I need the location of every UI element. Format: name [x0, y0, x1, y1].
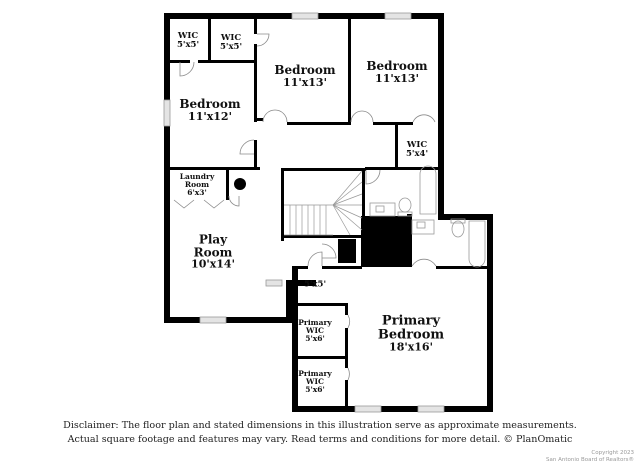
room-name: WIC	[306, 326, 324, 336]
room-wic-3: WIC 5'x4'	[406, 141, 428, 159]
room-wic-2: WIC 5'x5'	[220, 34, 242, 52]
room-name: WIC	[406, 140, 428, 151]
room-dims: 5'x4'	[405, 149, 429, 159]
room-hall: 5'x5'	[303, 279, 327, 290]
doors	[173, 33, 437, 381]
room-primary-wic-1: Primary WIC 5'x6'	[298, 319, 332, 343]
stairs	[284, 170, 363, 236]
room-dims: 10'x14'	[191, 257, 235, 271]
copyright-line-2: San Antonio Board of Realtors®	[546, 457, 634, 463]
room-laundry: Laundry Room 6'x3'	[180, 173, 215, 197]
room-name: WIC	[177, 31, 199, 42]
room-name: Primary	[298, 369, 332, 379]
room-name: Room	[193, 245, 233, 260]
fixtures	[234, 165, 486, 268]
room-name: WIC	[306, 377, 324, 387]
room-dims: 6'x3'	[187, 187, 207, 197]
disclaimer-line-1: Disclaimer: The floor plan and stated di…	[63, 420, 577, 431]
room-dims: 5'x6'	[305, 384, 325, 394]
room-dims: 11'x12'	[188, 109, 232, 123]
room-dims: 11'x13'	[375, 71, 419, 85]
disclaimer-line-2: Actual square footage and features may v…	[67, 434, 573, 445]
room-wic-1: WIC 5'x5'	[177, 32, 199, 50]
room-bedroom-3: Bedroom 11'x12'	[179, 98, 240, 122]
room-dims: 5'x5'	[303, 279, 327, 290]
room-play-room: Play Room 10'x14'	[191, 234, 235, 271]
room-name: Room	[184, 180, 210, 190]
room-dims: 5'x5'	[176, 40, 200, 50]
room-name: Primary	[298, 318, 332, 328]
room-bedroom-2: Bedroom 11'x13'	[366, 60, 427, 84]
room-name: Bedroom	[366, 58, 428, 73]
disclaimer: Disclaimer: The floor plan and stated di…	[0, 419, 640, 447]
room-name: Bedroom	[377, 327, 445, 343]
copyright-watermark: Copyright 2023 San Antonio Board of Real…	[546, 450, 634, 464]
room-dims: 5'x5'	[219, 42, 243, 52]
room-bedroom-1: Bedroom 11'x13'	[274, 64, 335, 88]
room-name: Laundry	[179, 172, 215, 182]
copyright-line-1: Copyright 2023	[591, 450, 634, 456]
room-name: Bedroom	[179, 96, 241, 111]
room-name: Primary	[381, 313, 441, 329]
room-name: WIC	[220, 33, 242, 44]
room-name: Bedroom	[274, 62, 336, 77]
room-dims: 11'x13'	[283, 75, 327, 89]
windows	[163, 12, 445, 413]
room-primary-wic-2: Primary WIC 5'x6'	[298, 370, 332, 394]
room-name: Play	[198, 232, 228, 247]
walls	[164, 13, 493, 412]
room-primary-bedroom: Primary Bedroom 18'x16'	[377, 313, 445, 354]
room-dims: 18'x16'	[389, 340, 433, 354]
room-dims: 5'x6'	[305, 333, 325, 343]
